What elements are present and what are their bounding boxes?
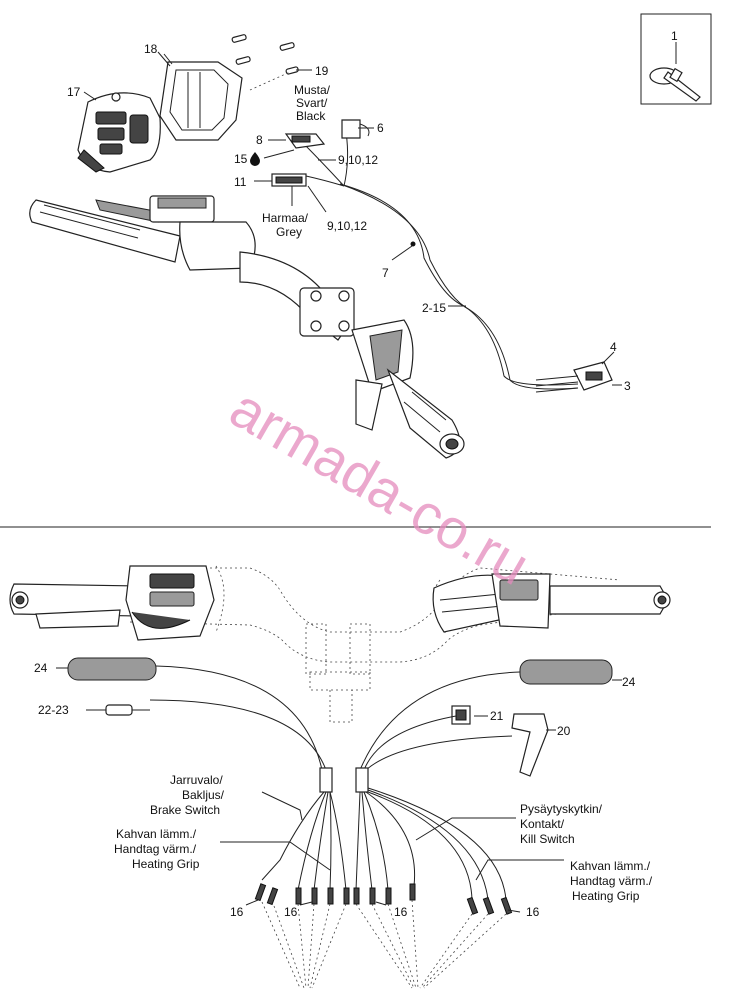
callout-1: 1 (671, 29, 678, 43)
bottom-callouts: 24 24 22-23 21 20 Jarruvalo/ Bakljus/ Br… (34, 661, 653, 919)
label-black-2: Svart/ (296, 96, 328, 110)
label-brake-1: Jarruvalo/ (170, 773, 223, 787)
top-callouts: 1 18 19 17 Musta/ Svart/ Black 8 6 15 9,… (67, 29, 678, 393)
watermark: armada-co.ru (220, 376, 540, 597)
callout-11: 11 (234, 175, 247, 189)
label-black-3: Black (296, 109, 326, 123)
callout-6: 6 (377, 121, 384, 135)
callout-4: 4 (610, 340, 617, 354)
callout-16-c: 16 (394, 905, 408, 919)
right-grip-switch-bottom (432, 573, 671, 633)
label-heat-left-1: Kahvan lämm./ (116, 827, 197, 841)
label-kill-1: Pysäytyskytkin/ (520, 802, 603, 816)
left-grip-switch-bottom (9, 565, 215, 641)
terminals-16 (245, 883, 521, 989)
wire-harness-7 (271, 119, 613, 393)
wire-harness-bottom (149, 665, 521, 901)
label-heat-left-2: Handtag värm./ (114, 842, 197, 856)
callout-19: 19 (315, 64, 329, 78)
label-heat-left-3: Heating Grip (132, 857, 200, 871)
label-brake-3: Brake Switch (150, 803, 220, 817)
label-kill-3: Kill Switch (520, 832, 575, 846)
callout-20: 20 (557, 724, 571, 738)
callout-22-23: 22-23 (38, 703, 69, 717)
label-grey-2: Grey (276, 225, 302, 239)
callout-3: 3 (624, 379, 631, 393)
heating-grips-24 (56, 657, 622, 685)
callout-24-right: 24 (622, 675, 636, 689)
label-kill-2: Kontakt/ (520, 817, 565, 831)
cable-tie-inset (640, 13, 712, 105)
label-heat-right-1: Kahvan lämm./ (570, 859, 651, 873)
label-heat-right-2: Handtag värm./ (570, 874, 653, 888)
callout-9-10-12-b: 9,10,12 (327, 219, 367, 233)
label-heat-right-3: Heating Grip (572, 889, 640, 903)
callout-2-15: 2-15 (422, 301, 446, 315)
top-leader-lines (83, 53, 622, 386)
callout-24-left: 24 (34, 661, 48, 675)
switch-housing-17 (77, 92, 161, 173)
switch-21-lever-20 (451, 705, 556, 777)
callout-9-10-12-a: 9,10,12 (338, 153, 378, 167)
callout-18: 18 (144, 42, 158, 56)
callout-16-b: 16 (284, 905, 298, 919)
label-black-1: Musta/ (294, 83, 331, 97)
label-grey-1: Harmaa/ (262, 211, 309, 225)
bottom-leader-lines (220, 791, 564, 881)
screws-19 (231, 34, 312, 91)
callout-17: 17 (67, 85, 81, 99)
callout-15: 15 (234, 152, 248, 166)
connector-22-23 (86, 704, 150, 716)
callout-21: 21 (490, 709, 504, 723)
callout-16-d: 16 (526, 905, 540, 919)
oil-drop-icon (250, 152, 260, 166)
callout-8: 8 (256, 133, 263, 147)
callout-7: 7 (382, 266, 389, 280)
label-brake-2: Bakljus/ (182, 788, 225, 802)
handlebar-assembly-top (29, 195, 465, 459)
housing-back-18 (157, 51, 243, 141)
callout-16-a: 16 (230, 905, 244, 919)
